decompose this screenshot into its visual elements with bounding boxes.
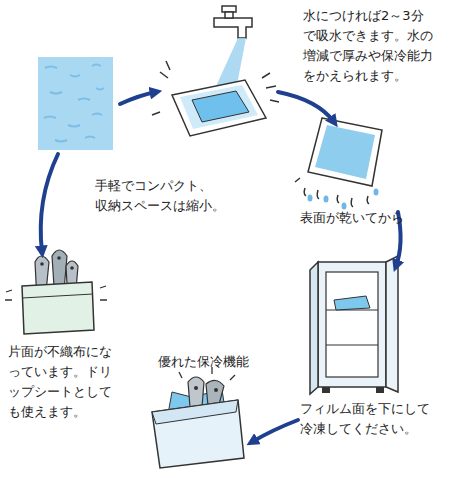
wet-pack (295, 118, 382, 210)
step-note: 水につければ2～3分で吸水できます。水の増減で厚みや保冷能力をかえられます。 (303, 6, 434, 86)
storage-note: 手軽でコンパクト、収納スペースは縮小。 (95, 176, 225, 216)
step-note: 優れた保冷機能 (158, 352, 268, 372)
dry-pack (38, 57, 113, 150)
faucet-basin (152, 6, 279, 136)
wrapped-fish (5, 250, 107, 334)
freezer (310, 256, 398, 394)
step-note: 片面が不織布になっています。ドリップシートとしても使えます。 (8, 342, 113, 422)
cooler-box (152, 367, 244, 468)
step-note: フィルム面を下にして冷凍してください。 (300, 399, 432, 439)
step-note: 表面が乾いてから (300, 208, 430, 228)
